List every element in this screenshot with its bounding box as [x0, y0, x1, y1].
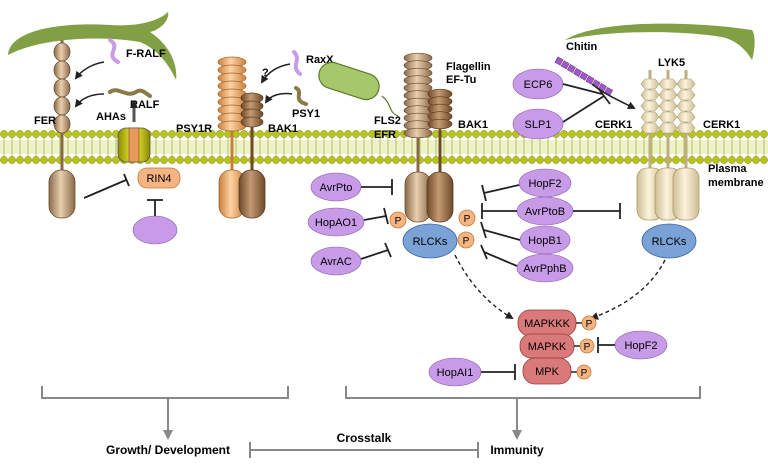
- ralf-arrow: [74, 93, 105, 108]
- bak1-left-label: BAK1: [268, 123, 298, 135]
- cerk1-lyk5-complex: [636, 70, 700, 221]
- psy1-arrow: [264, 92, 293, 104]
- hopao1-effector: [307, 207, 365, 237]
- mpk-node: [522, 357, 572, 385]
- growth-bracket: [41, 386, 289, 440]
- svg-text:P: P: [581, 368, 588, 379]
- flagellin-label: Flagellin: [446, 61, 491, 73]
- svg-text:P: P: [395, 216, 402, 227]
- rlcks-right-to-mapkkk-arrow: [590, 259, 666, 320]
- mapkk-label: MAPKK: [528, 341, 567, 353]
- chitin-arrow: [591, 83, 636, 109]
- phospho-rlcks: P: [457, 231, 475, 249]
- phospho-mapkk: P: [574, 338, 595, 354]
- fls2-label: FLS2: [374, 115, 401, 127]
- mpk-label: MPK: [535, 366, 560, 378]
- hopf2-bottom-label: HopF2: [624, 340, 657, 352]
- growth-development-label: Growth/ Development: [106, 443, 230, 457]
- phospho-mpk: P: [571, 364, 592, 380]
- immunity-label: Immunity: [490, 443, 544, 457]
- avrb-effector: [132, 215, 178, 245]
- svg-text:P: P: [586, 319, 593, 330]
- phospho-bak1: P: [458, 209, 476, 227]
- psy1-label: PSY1: [292, 108, 320, 120]
- rlcks-left-label: RLCKs: [413, 236, 448, 248]
- question-mark: ?: [262, 67, 269, 79]
- slp1-label: SLP1: [525, 119, 552, 131]
- hopf2-top-label: HopF2: [528, 178, 561, 190]
- avrpphb-effector: [516, 253, 574, 283]
- f-ralf-peptide: [108, 38, 120, 64]
- svg-text:P: P: [463, 236, 470, 247]
- raxx-arrow: [260, 63, 291, 84]
- phospho-fls2: P: [389, 211, 407, 229]
- mapkkk-label: MAPKKK: [524, 318, 571, 330]
- fer-label: FER: [34, 115, 56, 127]
- plasma-label: Plasma: [708, 163, 747, 175]
- ralf-peptide: [108, 88, 152, 98]
- aha-pump: [117, 100, 151, 163]
- avrpphb-label: AvrPphB: [523, 263, 566, 275]
- raxx-peptide: [292, 50, 302, 76]
- psy1-peptide: [294, 86, 308, 106]
- crosstalk-label: Crosstalk: [337, 431, 392, 445]
- bacterium-icon: [318, 61, 399, 117]
- membrane-label: membrane: [708, 177, 764, 189]
- cerk1-right-label: CERK1: [703, 119, 740, 131]
- ef-tu-label: EF-Tu: [446, 74, 476, 86]
- fer-receptor: [48, 40, 76, 219]
- leaf-left-icon: [8, 12, 177, 80]
- phospho-mapkkk: P: [576, 315, 597, 331]
- f-ralf-arrow: [74, 61, 105, 80]
- rlcks-left: [402, 223, 458, 259]
- lyk5-label: LYK5: [658, 57, 685, 69]
- hopai1-label: HopAI1: [437, 367, 474, 379]
- bak1-right-receptor: [426, 88, 454, 223]
- rlcks-right-label: RLCKs: [652, 236, 687, 248]
- avrac-effector: [310, 246, 362, 276]
- cerk1-left-label: CERK1: [595, 119, 632, 131]
- rlcks-right: [641, 223, 697, 259]
- bak1-right-label: BAK1: [458, 119, 488, 131]
- leaf-right-icon: [565, 23, 755, 60]
- fer-inhibits-rin4: [83, 179, 127, 199]
- rin4-label: RIN4: [146, 173, 171, 185]
- ecp6-inhibits-chitin: [562, 83, 603, 95]
- efr-label: EFR: [374, 129, 396, 141]
- psy1r-receptor: [217, 56, 247, 219]
- chitin-label: Chitin: [566, 41, 597, 53]
- immunity-bracket: [345, 386, 701, 440]
- avrptob-label: AvrPtoB: [525, 206, 565, 218]
- avrac-label: AvrAC: [320, 256, 352, 268]
- slp1-inhibits-chitin: [562, 95, 605, 123]
- slp1-effector: [512, 108, 564, 140]
- svg-text:P: P: [584, 342, 591, 353]
- ecp6-label: ECP6: [524, 79, 553, 91]
- hopao1-label: HopAO1: [315, 217, 357, 229]
- hopb1-label: HopB1: [528, 235, 562, 247]
- rin4-protein: [137, 167, 181, 189]
- avrpto-label: AvrPto: [320, 182, 353, 194]
- bak1-left-receptor: [238, 92, 266, 219]
- svg-text:P: P: [464, 214, 471, 225]
- fls2-efr-receptor: [403, 52, 433, 223]
- ahas-label: AHAs: [96, 111, 126, 123]
- psy1r-label: PSY1R: [176, 123, 212, 135]
- f-ralf-label: F-RALF: [126, 48, 166, 60]
- crosstalk-line: [249, 442, 479, 458]
- rlcks-left-to-mapkkk-arrow: [454, 254, 514, 320]
